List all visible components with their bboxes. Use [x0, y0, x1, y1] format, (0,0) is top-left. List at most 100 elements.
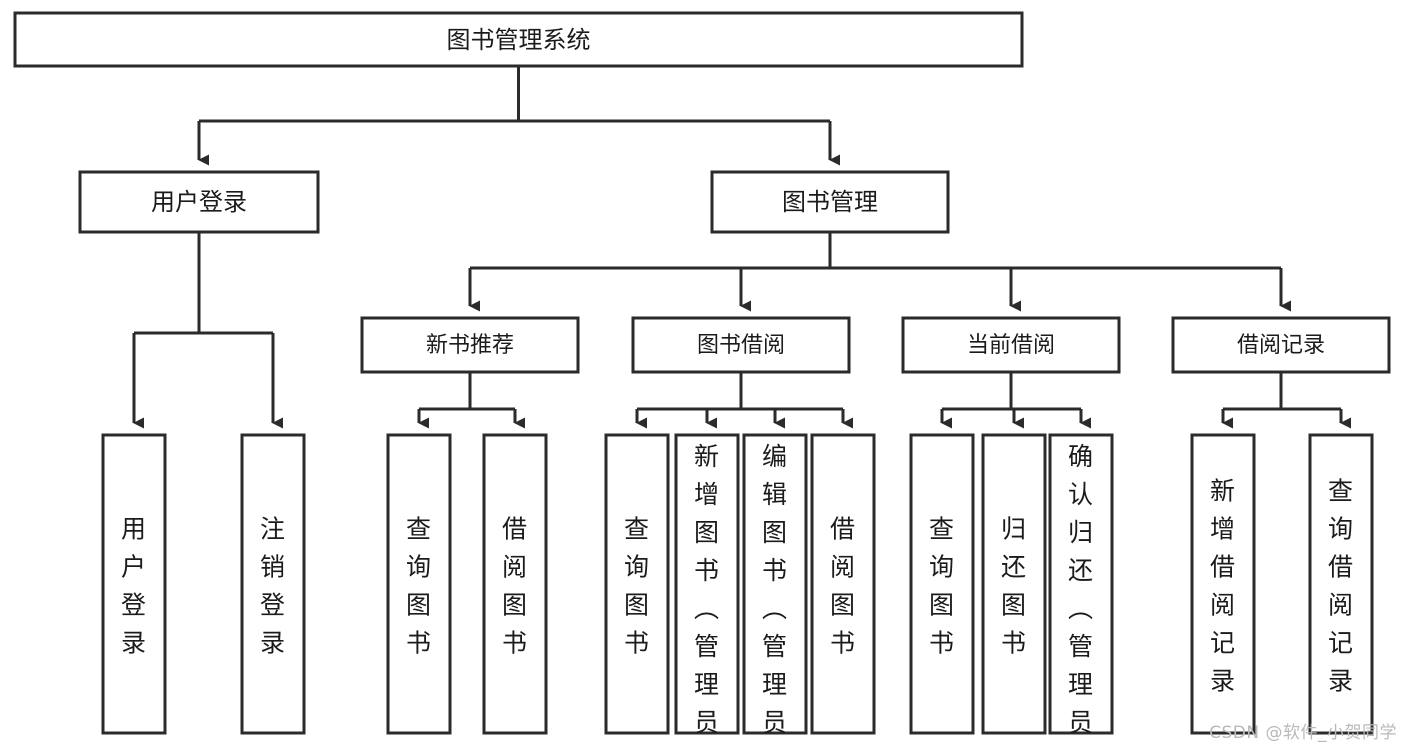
leaf-char: 书 — [406, 629, 432, 658]
node-leaf-add-book-label: 新增图书︵管理员︶ — [694, 442, 720, 747]
node-leaf-add-record[interactable]: 新增借阅记录 — [1190, 433, 1256, 735]
leaf-char: 询 — [624, 553, 650, 582]
leaf-char: 理 — [1068, 670, 1094, 699]
leaf-char: 查 — [624, 515, 650, 544]
leaf-char: 询 — [929, 553, 955, 582]
node-leaf-confirm-return-label: 确认归还︵管理员︶ — [1068, 442, 1094, 747]
leaf-char: 阅 — [502, 553, 528, 582]
node-root[interactable]: 图书管理系统 — [13, 11, 1024, 68]
node-leaf-query-record-box[interactable] — [1308, 433, 1374, 735]
leaf-char: 确 — [1068, 442, 1094, 471]
node-leaf-confirm-return[interactable]: 确认归还︵管理员︶ — [1048, 433, 1114, 747]
node-leaf-logout-box[interactable] — [240, 433, 306, 735]
node-book-borrow-box[interactable] — [631, 316, 851, 374]
node-leaf-query-book-3-box[interactable] — [909, 433, 975, 735]
node-new-book-recommend-label: 新书推荐 — [426, 333, 514, 358]
node-leaf-borrow-book-2[interactable]: 借阅图书 — [810, 433, 876, 735]
node-leaf-return-book[interactable]: 归还图书 — [981, 433, 1047, 735]
node-leaf-edit-book-label: 编辑图书︵管理员︶ — [762, 442, 788, 747]
leaf-char: 图 — [624, 591, 650, 620]
edge-layer — [132, 66, 1352, 429]
node-user-login[interactable]: 用户登录 — [78, 170, 320, 234]
node-leaf-edit-book-box[interactable] — [742, 433, 808, 735]
leaf-char: 书 — [502, 629, 528, 658]
leaf-char: 图 — [694, 518, 720, 547]
node-borrow-record-box[interactable] — [1171, 316, 1391, 374]
node-book-borrow[interactable]: 图书借阅 — [631, 316, 851, 374]
node-book-manage-label: 图书管理 — [782, 188, 878, 216]
node-leaf-query-book-3[interactable]: 查询图书 — [909, 433, 975, 735]
node-leaf-logout-label: 注销登录 — [260, 515, 286, 658]
node-leaf-query-record-label: 查询借阅记录 — [1328, 477, 1354, 696]
node-user-login-box[interactable] — [78, 170, 320, 234]
node-leaf-borrow-book-1-box[interactable] — [482, 433, 548, 735]
node-leaf-add-record-box[interactable] — [1190, 433, 1256, 735]
leaf-char: 管 — [1068, 632, 1094, 661]
node-book-manage[interactable]: 图书管理 — [710, 170, 950, 234]
leaf-char: 录 — [260, 629, 286, 658]
node-book-manage-box[interactable] — [710, 170, 950, 234]
leaf-char: 查 — [406, 515, 432, 544]
node-leaf-query-book-1-box[interactable] — [386, 433, 452, 735]
node-leaf-borrow-book-1-label: 借阅图书 — [502, 515, 528, 658]
leaf-char: 图 — [1001, 591, 1027, 620]
node-leaf-query-book-1[interactable]: 查询图书 — [386, 433, 452, 735]
node-borrow-record[interactable]: 借阅记录 — [1171, 316, 1391, 374]
node-new-book-recommend[interactable]: 新书推荐 — [360, 316, 580, 374]
node-leaf-add-record-label: 新增借阅记录 — [1210, 477, 1236, 696]
leaf-char: 增 — [1210, 515, 1236, 544]
node-leaf-add-book-box[interactable] — [674, 433, 740, 735]
leaf-char: 书 — [1001, 629, 1027, 658]
leaf-char: 还 — [1068, 556, 1094, 585]
node-leaf-add-book[interactable]: 新增图书︵管理员︶ — [674, 433, 740, 747]
leaf-char: 图 — [762, 518, 788, 547]
leaf-char: 阅 — [1210, 591, 1236, 620]
node-leaf-confirm-return-box[interactable] — [1048, 433, 1114, 735]
leaf-char: 辑 — [762, 480, 788, 509]
leaf-char: 理 — [762, 670, 788, 699]
leaf-char: 登 — [121, 591, 147, 620]
node-leaf-user-login[interactable]: 用户登录 — [101, 433, 167, 735]
node-borrow-record-label: 借阅记录 — [1237, 333, 1325, 358]
leaf-char: 编 — [762, 442, 788, 471]
node-leaf-query-book-2[interactable]: 查询图书 — [604, 433, 670, 735]
leaf-char: 书 — [694, 556, 720, 585]
leaf-char: 归 — [1068, 518, 1094, 547]
leaf-char: 新 — [1210, 477, 1236, 506]
node-leaf-query-book-1-label: 查询图书 — [406, 515, 432, 658]
leaf-char: 图 — [406, 591, 432, 620]
leaf-char: 图 — [502, 591, 528, 620]
node-leaf-query-book-3-label: 查询图书 — [929, 515, 955, 658]
node-leaf-return-book-box[interactable] — [981, 433, 1047, 735]
node-leaf-query-book-2-box[interactable] — [604, 433, 670, 735]
leaf-char: 阅 — [830, 553, 856, 582]
leaf-char: 书 — [929, 629, 955, 658]
leaf-char: 书 — [762, 556, 788, 585]
node-leaf-borrow-book-2-box[interactable] — [810, 433, 876, 735]
leaf-char: 查 — [929, 515, 955, 544]
leaf-char: 新 — [694, 442, 720, 471]
node-root-box[interactable] — [13, 11, 1024, 68]
leaf-node-layer: 用户登录注销登录查询图书借阅图书查询图书新增图书︵管理员︶编辑图书︵管理员︶借阅… — [101, 433, 1374, 747]
node-leaf-edit-book[interactable]: 编辑图书︵管理员︶ — [742, 433, 808, 747]
leaf-char: 户 — [121, 553, 147, 582]
leaf-char: 归 — [1001, 515, 1027, 544]
leaf-char: 录 — [121, 629, 147, 658]
leaf-char: 借 — [1328, 553, 1354, 582]
node-new-book-recommend-box[interactable] — [360, 316, 580, 374]
leaf-char: 录 — [1210, 667, 1236, 696]
node-leaf-query-record[interactable]: 查询借阅记录 — [1308, 433, 1374, 735]
node-leaf-borrow-book-1[interactable]: 借阅图书 — [482, 433, 548, 735]
leaf-char: 图 — [830, 591, 856, 620]
node-leaf-return-book-label: 归还图书 — [1001, 515, 1027, 658]
leaf-char: 记 — [1210, 629, 1236, 658]
node-current-borrow[interactable]: 当前借阅 — [901, 316, 1121, 374]
leaf-char: 还 — [1001, 553, 1027, 582]
node-current-borrow-box[interactable] — [901, 316, 1121, 374]
leaf-char: 阅 — [1328, 591, 1354, 620]
node-leaf-user-login-box[interactable] — [101, 433, 167, 735]
node-leaf-logout[interactable]: 注销登录 — [240, 433, 306, 735]
leaf-char: 用 — [121, 515, 147, 544]
node-user-login-label: 用户登录 — [151, 188, 247, 216]
